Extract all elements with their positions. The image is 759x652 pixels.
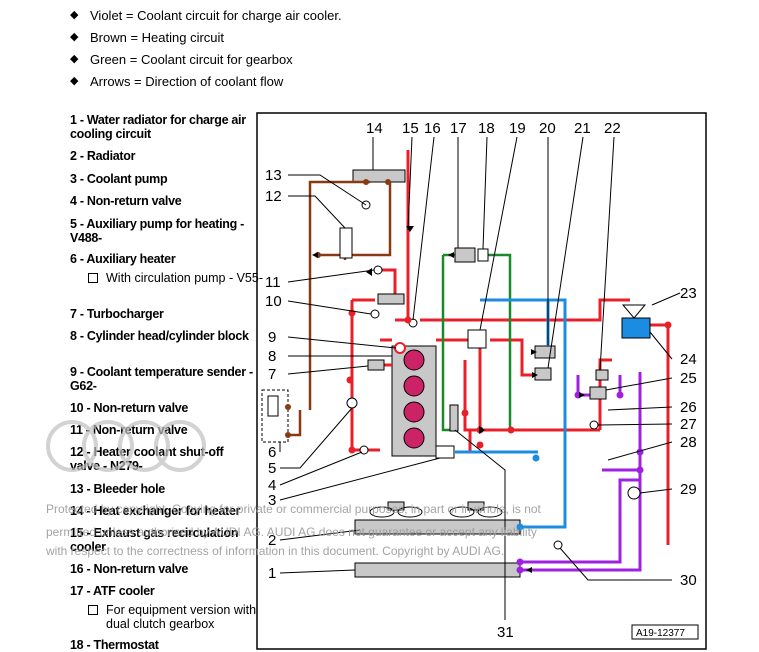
legend-item-14: 14 - Heat exchanger for heater (70, 504, 241, 518)
exhaust-gas-cooler (377, 293, 405, 305)
callout-12: 12 (265, 188, 282, 205)
legend-item-6: 6 - Auxiliary heater (70, 252, 176, 266)
legend-item-15: 15 - Exhaust gas recirculation cooler (70, 526, 239, 554)
callout-20: 20 (539, 120, 556, 137)
brown-junction-dots (285, 179, 391, 438)
component-21 (534, 367, 552, 381)
callout-19: 19 (509, 120, 526, 137)
callout-25: 25 (680, 370, 697, 387)
callout-8: 8 (268, 348, 276, 365)
callout-15: 15 (402, 120, 419, 137)
callout-30: 30 (680, 572, 697, 589)
legend-item-8: 8 - Cylinder head/cylinder block (70, 329, 249, 343)
charge-air-radiator (354, 562, 521, 578)
legend-item-1: 1 - Water radiator for charge air coolin… (70, 113, 246, 141)
engine-cylinders (403, 349, 425, 449)
callout-11: 11 (265, 274, 281, 291)
leader-lines (279, 136, 681, 620)
callout-17: 17 (450, 120, 467, 137)
copyright-watermark-line-3: with respect to the correctness of infor… (46, 544, 505, 558)
legend-item-18: 18 - Thermostat (70, 638, 159, 652)
legend-item-9: 9 - Coolant temperature sender - G62- (70, 365, 253, 393)
callout-29: 29 (680, 481, 697, 498)
callout-31: 31 (497, 624, 514, 641)
callout-labels: 14 15 16 17 18 19 20 21 22 13 12 11 10 9… (265, 120, 697, 641)
legend-item-10: 10 - Non-return valve (70, 401, 189, 415)
callout-13: 13 (265, 167, 282, 184)
copyright-watermark-line-1: Protected by copyright. Copying for priv… (46, 502, 541, 516)
callout-28: 28 (680, 434, 697, 451)
callout-10: 10 (265, 293, 282, 310)
charge-air-cooler (589, 386, 607, 400)
figure-id: A19-12377 (636, 628, 685, 639)
callout-7: 7 (268, 366, 276, 383)
legend-item-5: 5 - Auxiliary pump for heating - V488- (70, 217, 244, 245)
callout-5: 5 (268, 460, 276, 477)
heater-shutoff-valve (339, 227, 353, 259)
callout-14: 14 (366, 120, 383, 137)
checkbox-bullet-icon (88, 273, 98, 283)
atf-cooler (454, 247, 476, 263)
legend-item-17: 17 - ATF cooler (70, 584, 155, 598)
callout-3: 3 (268, 492, 276, 509)
violet-junction-dots (516, 391, 644, 574)
callout-24: 24 (680, 351, 697, 368)
thermostat-small (477, 248, 489, 262)
auxiliary-heater-element (267, 395, 279, 417)
callout-6: 6 (268, 444, 276, 461)
bleeder-cap-icon (621, 304, 647, 319)
callout-9: 9 (268, 329, 276, 346)
temperature-sender-icon (394, 342, 406, 354)
callout-4: 4 (268, 477, 276, 494)
callout-16: 16 (424, 120, 441, 137)
copyright-watermark-line-2: permitted unless authorised by AUDI AG. … (46, 525, 537, 539)
legend-item-7: 7 - Turbocharger (70, 307, 164, 321)
coolant-pump (435, 445, 455, 459)
flow-direction-arrows (312, 226, 585, 573)
blue-junction-dots (516, 454, 540, 531)
callout-22: 22 (604, 120, 621, 137)
callout-18: 18 (478, 120, 495, 137)
checkbox-bullet-icon (88, 605, 98, 615)
legend-item-13: 13 - Bleeder hole (70, 482, 165, 496)
component-22 (595, 369, 609, 381)
heating-circuit (290, 180, 392, 437)
legend-item-2: 2 - Radiator (70, 149, 136, 163)
callout-26: 26 (680, 399, 697, 416)
turbocharger (367, 359, 385, 371)
callout-27: 27 (680, 416, 697, 433)
radiator-fan-right (449, 501, 503, 518)
component-20 (534, 345, 556, 359)
coolant-pump-body (449, 404, 459, 432)
non-return-valves (346, 200, 641, 550)
legend-item-16: 16 - Non-return valve (70, 562, 189, 576)
diagram-frame (256, 112, 707, 650)
figure-id-box (631, 624, 699, 640)
legend-item-4: 4 - Non-return valve (70, 194, 182, 208)
charge-air-cooler-circuit (520, 372, 642, 572)
callout-1: 1 (268, 565, 276, 582)
callout-2: 2 (268, 532, 276, 549)
expansion-tank (621, 317, 651, 339)
legend-item-3: 3 - Coolant pump (70, 172, 168, 186)
callout-23: 23 (680, 285, 697, 302)
callout-21: 21 (574, 120, 591, 137)
heater-heat-exchanger (352, 169, 406, 183)
main-thermostat (467, 329, 487, 349)
radiator-fan-left (369, 501, 423, 518)
